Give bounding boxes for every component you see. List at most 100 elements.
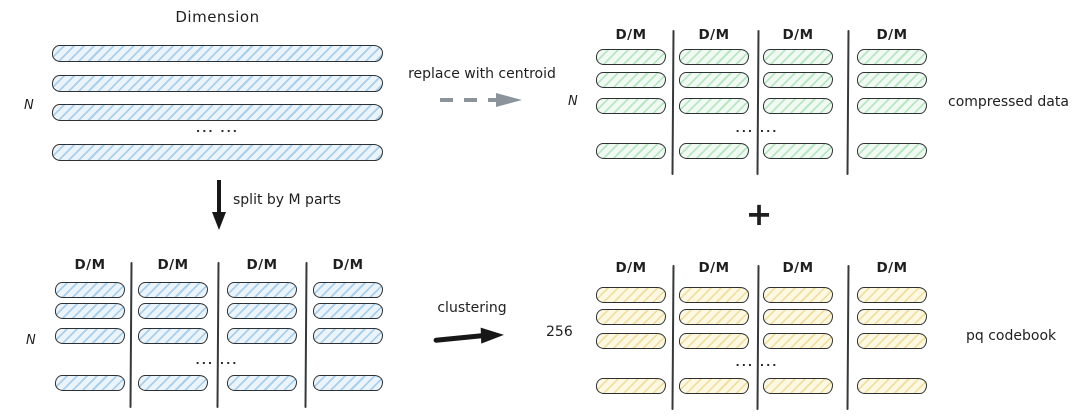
down-arrow-icon bbox=[212, 180, 226, 230]
vector-segment-bar bbox=[763, 309, 833, 325]
subvector-column: D/M bbox=[596, 27, 666, 177]
ellipsis-rows: ... ... bbox=[735, 356, 779, 369]
ellipsis-rows: ... ... bbox=[195, 354, 239, 367]
dm-column-label: D/M bbox=[782, 27, 814, 43]
dm-column-label: D/M bbox=[876, 27, 908, 43]
column-divider bbox=[846, 264, 850, 411]
vector-segment-bar bbox=[313, 282, 383, 298]
vector-segment-bar bbox=[138, 303, 208, 319]
dm-column-label: D/M bbox=[698, 260, 730, 276]
dm-column-label: D/M bbox=[332, 257, 364, 273]
subvector-column: D/M bbox=[679, 27, 749, 177]
right-arrow-icon bbox=[433, 327, 504, 344]
vector-segment-bar bbox=[763, 143, 833, 159]
vector-segment-bar bbox=[763, 72, 833, 88]
dm-column-label: D/M bbox=[157, 257, 189, 273]
vector-segment-bar bbox=[596, 287, 666, 303]
vector-segment-bar bbox=[857, 309, 927, 325]
vector-segment-bar bbox=[55, 328, 125, 344]
vector-segment-bar bbox=[763, 378, 833, 394]
column-divider bbox=[129, 261, 133, 409]
vector-segment-bar bbox=[763, 49, 833, 65]
dm-column-label: D/M bbox=[246, 257, 278, 273]
compressed-data-caption: compressed data bbox=[948, 94, 1069, 110]
clustering-label: clustering bbox=[437, 300, 507, 316]
dimension-label: Dimension bbox=[175, 8, 260, 26]
subvector-column: D/M bbox=[679, 260, 749, 410]
vector-segment-bar bbox=[857, 287, 927, 303]
vector-segment-bar bbox=[227, 282, 297, 298]
full-vector-bar bbox=[52, 75, 383, 92]
column-divider bbox=[304, 261, 308, 409]
vector-segment-bar bbox=[679, 333, 749, 349]
vector-segment-bar bbox=[857, 378, 927, 394]
vector-segment-bar bbox=[857, 49, 927, 65]
split-by-m-parts-label: split by M parts bbox=[233, 192, 342, 208]
vector-segment-bar bbox=[313, 328, 383, 344]
vector-segment-bar bbox=[679, 143, 749, 159]
column-divider bbox=[216, 261, 220, 409]
subvector-column: D/M bbox=[138, 257, 208, 407]
vector-segment-bar bbox=[138, 282, 208, 298]
vector-segment-bar bbox=[857, 333, 927, 349]
dm-column-label: D/M bbox=[876, 260, 908, 276]
subvector-column: D/M bbox=[55, 257, 125, 407]
dm-column-label: D/M bbox=[782, 260, 814, 276]
column-divider bbox=[671, 264, 675, 411]
ellipsis-rows: ... ... bbox=[196, 122, 239, 135]
subvector-column: D/M bbox=[313, 257, 383, 407]
replace-with-centroid-label: replace with centroid bbox=[408, 66, 556, 82]
vector-segment-bar bbox=[55, 375, 125, 391]
vector-segment-bar bbox=[596, 72, 666, 88]
vector-segment-bar bbox=[679, 49, 749, 65]
vector-segment-bar bbox=[55, 282, 125, 298]
subvector-column: D/M bbox=[596, 260, 666, 410]
subvector-column: D/M bbox=[227, 257, 297, 407]
vector-segment-bar bbox=[857, 98, 927, 114]
column-divider bbox=[846, 29, 850, 176]
vector-segment-bar bbox=[857, 72, 927, 88]
subvector-column: D/M bbox=[763, 27, 833, 177]
row-count-label-n: N bbox=[568, 94, 578, 109]
vector-segment-bar bbox=[138, 375, 208, 391]
row-count-label-n: N bbox=[24, 98, 34, 113]
vector-segment-bar bbox=[227, 328, 297, 344]
subvector-column: D/M bbox=[763, 260, 833, 410]
column-divider bbox=[756, 264, 760, 411]
full-vector-bar bbox=[52, 144, 383, 161]
dm-column-label: D/M bbox=[74, 257, 106, 273]
column-divider bbox=[756, 29, 760, 176]
row-count-label-256: 256 bbox=[546, 324, 573, 340]
vector-segment-bar bbox=[313, 375, 383, 391]
vector-segment-bar bbox=[679, 98, 749, 114]
vector-segment-bar bbox=[313, 303, 383, 319]
vector-segment-bar bbox=[679, 378, 749, 394]
full-vector-bar bbox=[52, 45, 383, 62]
dashed-right-arrow-icon bbox=[440, 93, 522, 107]
subvector-column: D/M bbox=[857, 27, 927, 177]
vector-segment-bar bbox=[763, 98, 833, 114]
dm-column-label: D/M bbox=[698, 27, 730, 43]
vector-segment-bar bbox=[596, 49, 666, 65]
vector-segment-bar bbox=[596, 309, 666, 325]
vector-segment-bar bbox=[138, 328, 208, 344]
vector-segment-bar bbox=[596, 333, 666, 349]
vector-segment-bar bbox=[679, 72, 749, 88]
ellipsis-rows: ... ... bbox=[735, 122, 779, 135]
row-count-label-n: N bbox=[26, 333, 36, 348]
plus-sign: + bbox=[745, 195, 773, 233]
subvector-column: D/M bbox=[857, 260, 927, 410]
vector-segment-bar bbox=[679, 309, 749, 325]
dm-column-label: D/M bbox=[615, 27, 647, 43]
vector-segment-bar bbox=[763, 287, 833, 303]
vector-segment-bar bbox=[227, 303, 297, 319]
vector-segment-bar bbox=[857, 143, 927, 159]
vector-segment-bar bbox=[679, 287, 749, 303]
vector-segment-bar bbox=[596, 378, 666, 394]
vector-segment-bar bbox=[55, 303, 125, 319]
vector-segment-bar bbox=[596, 98, 666, 114]
full-vector-bar bbox=[52, 104, 383, 121]
vector-segment-bar bbox=[763, 333, 833, 349]
pq-codebook-caption: pq codebook bbox=[966, 328, 1057, 344]
